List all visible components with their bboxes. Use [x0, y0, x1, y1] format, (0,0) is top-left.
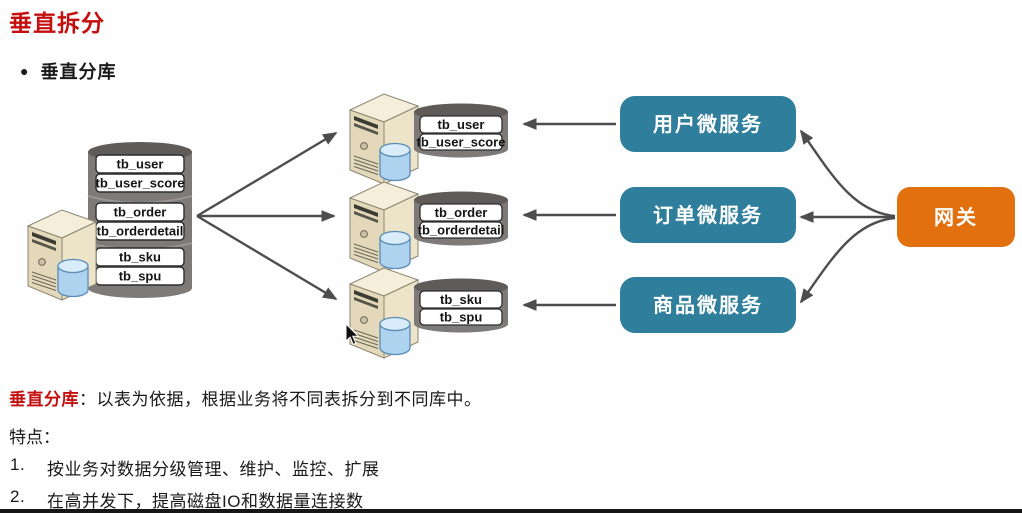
- shard-user: tb_user tb_user_score: [349, 93, 508, 185]
- table-box: [95, 173, 185, 193]
- mouse-cursor: [345, 322, 360, 346]
- table-label: tb_user_score: [417, 135, 506, 150]
- table-box: [419, 221, 503, 239]
- service-box-product: 商品微服务: [620, 277, 796, 333]
- service-box-order: 订单微服务: [620, 187, 796, 243]
- video-letterbox-bar: [0, 509, 1022, 513]
- table-label: tb_order: [435, 205, 488, 220]
- page-title: 垂直拆分: [9, 10, 105, 36]
- feature-text: 按业务对数据分级管理、维护、监控、扩展: [47, 460, 380, 479]
- table-box: [95, 154, 185, 174]
- table-box: [419, 203, 503, 222]
- table-label: tb_sku: [119, 250, 161, 265]
- source-server-icon: [27, 209, 97, 301]
- table-box: [419, 290, 503, 309]
- table-box: [95, 202, 185, 222]
- shard-database: tb_order tb_orderdetail: [414, 191, 508, 246]
- gateway-box: 网关: [897, 187, 1015, 247]
- section-bullet-label: 垂直分库: [40, 62, 117, 82]
- table-box: [419, 133, 503, 151]
- table-label: tb_spu: [440, 310, 483, 325]
- source-table-list: tb_user tb_user_score tb_order tb_orderd…: [95, 154, 185, 286]
- table-box: [419, 308, 503, 326]
- table-label: tb_user_score: [96, 176, 185, 191]
- definition-term: 垂直分库: [9, 390, 79, 409]
- shard-order: tb_order tb_orderdetail: [349, 181, 508, 273]
- shard-server-icon: [349, 93, 419, 185]
- table-label: tb_orderdetail: [418, 223, 505, 238]
- shard-database: tb_sku tb_spu: [414, 278, 508, 333]
- split-arrow-top: [196, 131, 338, 218]
- table-label: tb_user: [117, 157, 164, 172]
- gateway-arrow-bottom: [800, 216, 896, 304]
- gateway-label: 网关: [934, 205, 978, 229]
- table-label: tb_user: [438, 117, 485, 132]
- features-heading: 特点：: [9, 428, 60, 447]
- definition-text: ：以表为依据，根据业务将不同表拆分到不同库中。: [79, 390, 482, 409]
- feature-item: 1. 按业务对数据分级管理、维护、监控、扩展: [10, 455, 380, 480]
- gateway-arrow-top: [800, 129, 896, 218]
- source-database: tb_user tb_user_score tb_order tb_orderd…: [87, 142, 193, 298]
- split-arrow-bottom: [196, 214, 338, 301]
- definition-line: 垂直分库：以表为依据，根据业务将不同表拆分到不同库中。: [9, 385, 482, 410]
- service-label: 用户微服务: [653, 112, 763, 136]
- shard-server-icon: [349, 267, 419, 359]
- section-bullet: ● 垂直分库: [20, 58, 116, 84]
- table-box: [419, 115, 503, 134]
- table-label: tb_order: [114, 205, 167, 220]
- feature-item: 2. 在高并发下，提高磁盘IO和数据量连接数: [10, 487, 363, 512]
- bullet-icon: ●: [20, 63, 29, 79]
- table-label: tb_orderdetail: [97, 224, 184, 239]
- service-label: 订单微服务: [653, 203, 763, 227]
- service-label: 商品微服务: [653, 293, 763, 317]
- feature-number: 2.: [10, 487, 26, 506]
- shard-product: tb_sku tb_spu: [349, 267, 508, 359]
- shard-database: tb_user tb_user_score: [414, 103, 508, 158]
- feature-text: 在高并发下，提高磁盘IO和数据量连接数: [47, 492, 364, 511]
- table-label: tb_spu: [119, 269, 162, 284]
- feature-number: 1.: [10, 455, 26, 474]
- service-box-user: 用户微服务: [620, 96, 796, 152]
- shard-server-icon: [349, 181, 419, 273]
- table-label: tb_sku: [440, 292, 482, 307]
